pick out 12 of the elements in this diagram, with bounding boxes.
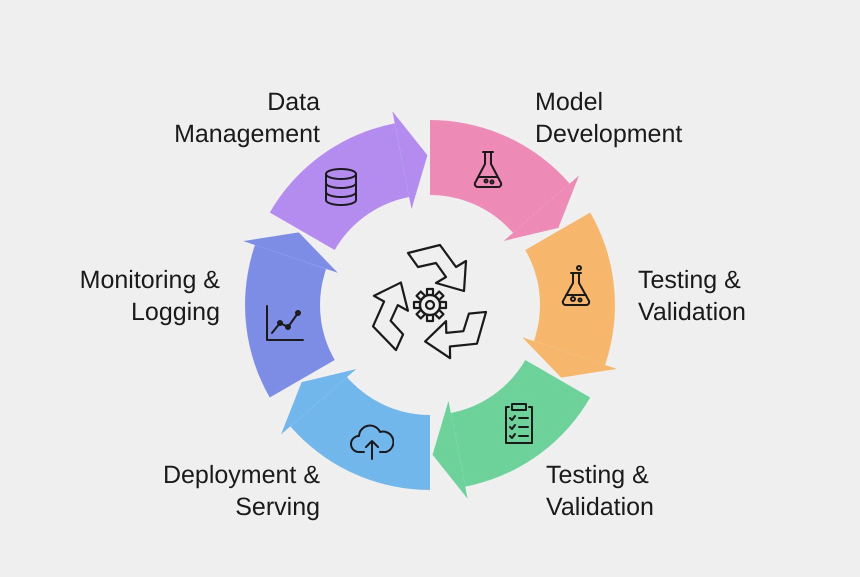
arrow (522, 334, 618, 378)
arrow (384, 111, 428, 210)
arrow (432, 400, 476, 499)
stage-label: Monitoring & Logging (78, 265, 220, 328)
arrow (281, 368, 356, 435)
stage-label: Model Development (535, 87, 684, 150)
stage-label: Deployment & Serving (162, 460, 320, 523)
arrow (504, 175, 579, 242)
stage-label: Testing & Validation (638, 265, 747, 328)
arrow (242, 232, 338, 276)
stage-label: Data Management (173, 87, 320, 150)
stage-label: Testing & Validation (546, 460, 655, 523)
